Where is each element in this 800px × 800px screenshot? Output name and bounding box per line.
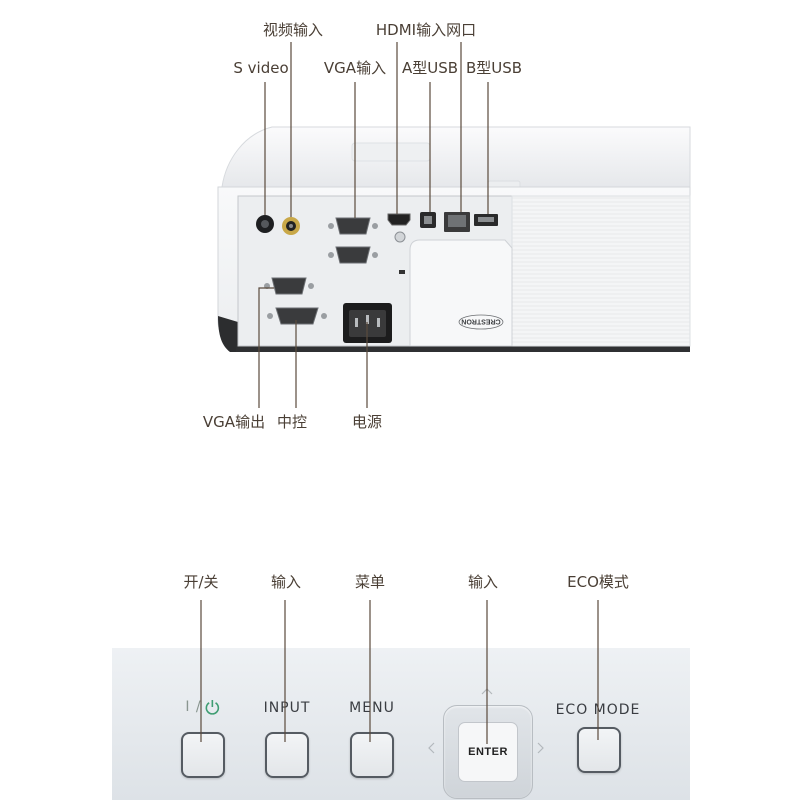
callout-menu-button: 菜单 (354, 573, 386, 591)
callout-s-video: S video (233, 59, 289, 77)
callout-input-button: 输入 (270, 573, 302, 591)
eco-mode-label: ECO MODE (555, 702, 641, 718)
callout-eco-button: ECO模式 (567, 573, 629, 591)
callout-vga-out: VGA输出 (202, 413, 266, 431)
vent-grille (511, 195, 691, 347)
power-label-text: I / (185, 699, 202, 715)
s-video-port (256, 215, 274, 233)
power-icon (205, 699, 221, 715)
lan-port (444, 212, 470, 232)
chevron-up-icon (481, 688, 493, 695)
projector-top-surface (221, 126, 691, 188)
vga-in-2-port (328, 246, 378, 264)
enter-button: ENTER (458, 722, 518, 782)
callout-enter-button: 输入 (467, 573, 499, 591)
power-button (181, 732, 225, 778)
crestron-logo-text: CRESTRON (461, 318, 500, 325)
usb-port-1 (420, 212, 436, 228)
control-module-cover (409, 239, 513, 347)
usb-port-2 (474, 214, 498, 226)
enter-dpad: ENTER (443, 705, 533, 799)
callout-usb-b: B型USB (465, 59, 523, 77)
callout-usb-a: A型USB (401, 59, 459, 77)
hdmi-port (387, 213, 411, 226)
projector-top-hood (351, 142, 431, 162)
callout-control: 中控 (276, 413, 308, 431)
eco-mode-button (577, 727, 621, 773)
input-button (265, 732, 309, 778)
panel-screw (394, 231, 406, 243)
callout-video-in: 视频输入 (262, 21, 324, 39)
callout-hdmi-lan: HDMI输入网口 (375, 21, 477, 39)
power-label: I / (185, 699, 220, 715)
menu-label: MENU (349, 700, 395, 716)
callout-power-socket: 电源 (351, 413, 383, 431)
video-in-port (282, 217, 300, 235)
projector-base-strip (236, 345, 690, 352)
menu-button (350, 732, 394, 778)
chevron-right-icon (537, 742, 544, 754)
crestron-logo: CRESTRON (458, 314, 504, 330)
enter-label: ENTER (468, 746, 508, 758)
vga-out-port (264, 277, 314, 295)
input-label: INPUT (263, 700, 311, 716)
projector-base-shadow (218, 316, 238, 352)
power-socket (343, 303, 392, 343)
vga-in-port (328, 217, 378, 235)
callout-power-button: 开/关 (183, 573, 219, 591)
chevron-left-icon (428, 742, 435, 754)
indicator-mark (399, 270, 405, 274)
callout-vga-in: VGA输入 (323, 59, 387, 77)
